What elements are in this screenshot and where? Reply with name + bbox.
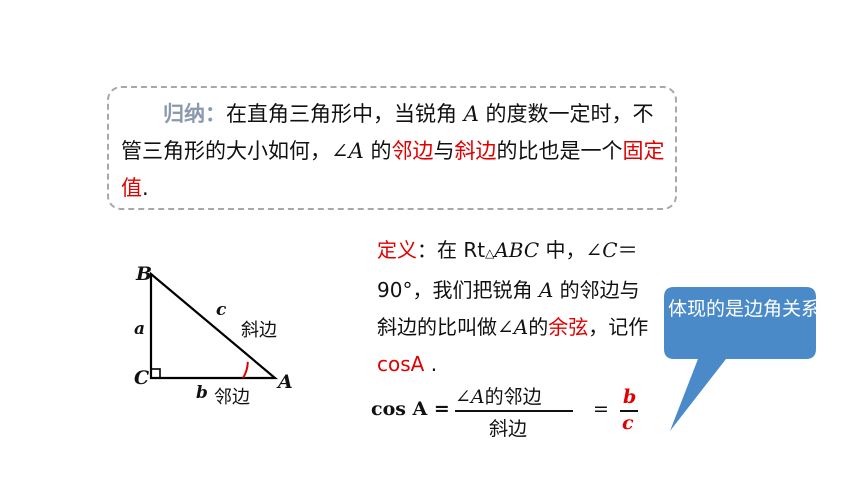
right-angle-mark [150, 368, 161, 379]
fixed-value-term: 固定值 [121, 139, 665, 200]
fraction-bar [455, 410, 573, 412]
adjacent-term: 邻边 [391, 139, 434, 163]
formula-b: b [623, 386, 637, 408]
cosine-term: 余弦 [548, 315, 589, 339]
triangle-shape [149, 271, 279, 380]
hypotenuse-label: 斜边 [241, 320, 277, 341]
cos-notation: cosA [377, 352, 425, 376]
vertex-c-label: C [134, 367, 150, 389]
var-a: A [463, 102, 479, 126]
formula-c: c [622, 412, 634, 434]
side-c-label: c [216, 300, 227, 320]
side-b-label: b [196, 383, 208, 403]
side-a-label: a [134, 319, 146, 339]
vertex-b-label: B [136, 263, 153, 285]
summary-label: 归纳 [163, 102, 205, 126]
formula-denominator: 斜边 [489, 418, 528, 440]
right-triangle-diagram [149, 271, 279, 380]
callout-text: 体现的是边角关系 [668, 298, 821, 320]
angle-a-arc [242, 361, 249, 379]
definition-text: 定义：在 Rt△ABC 中，∠C＝90°，我们把锐角 A 的邻边与斜边的比叫做∠… [377, 238, 649, 376]
hypotenuse-term: 斜边 [454, 139, 497, 163]
summary-box [107, 86, 677, 210]
vertex-a-label: A [278, 371, 293, 393]
callout-bubble [664, 287, 816, 431]
angle-a: ∠A [331, 139, 364, 163]
fraction-bar-2 [620, 410, 638, 412]
summary-text: 归纳：在直角三角形中，当锐角 A 的度数一定时，不管三角形的大小如何，∠A 的邻… [121, 102, 665, 200]
formula-lhs: cos A = [371, 398, 450, 420]
formula-numerator: ∠A的邻边 [455, 386, 542, 408]
definition-label: 定义 [377, 238, 417, 262]
formula-equals: = [593, 398, 609, 420]
adjacent-label: 邻边 [214, 387, 250, 408]
